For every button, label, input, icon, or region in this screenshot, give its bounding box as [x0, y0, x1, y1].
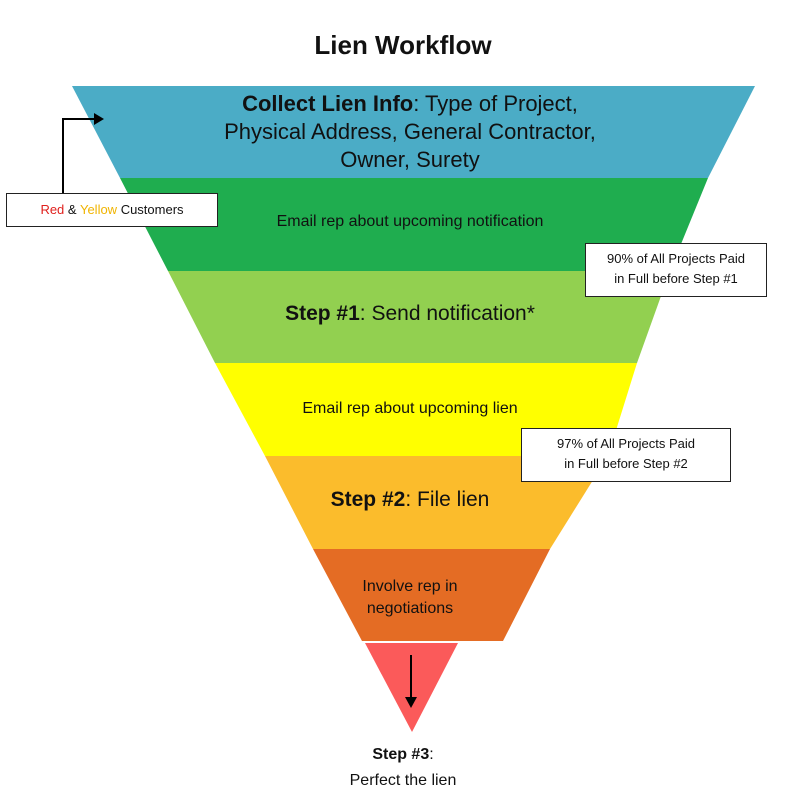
note-97-line2: in Full before Step #2 — [564, 456, 688, 471]
level-6-line2: negotiations — [366, 600, 454, 617]
level-4-text: Email rep about upcoming lien — [302, 400, 518, 417]
step-3-label: Step #3: Perfect the lien — [0, 742, 806, 794]
level-3-bold: Step #1 — [285, 302, 360, 325]
note-90-box: 90% of All Projects Paid in Full before … — [585, 243, 767, 297]
step-3-colon: : — [429, 746, 434, 763]
note-90-line1: 90% of All Projects Paid — [606, 251, 746, 266]
note-97-line1: 97% of All Projects Paid — [556, 436, 696, 451]
step-3-bold: Step #3 — [372, 746, 430, 763]
connector-arrow — [62, 118, 98, 193]
funnel-level-1 — [72, 86, 755, 178]
level-5-text: Step #2: File lien — [250, 488, 570, 512]
note-90-line2: in Full before Step #1 — [614, 271, 738, 286]
level-1-line1: : Type of Project, — [413, 91, 578, 116]
customers-rest: Customers — [117, 202, 184, 217]
customers-amp: & — [64, 202, 80, 217]
level-1-line2: Physical Address, General Contractor, — [224, 119, 596, 144]
customers-red: Red — [40, 202, 65, 217]
note-97-box: 97% of All Projects Paid in Full before … — [521, 428, 731, 482]
level-5-bold: Step #2 — [330, 488, 406, 511]
level-5-rest: : File lien — [405, 488, 490, 511]
funnel-level-2 — [120, 178, 708, 271]
down-arrow-head — [405, 697, 417, 708]
level-1-text: Collect Lien Info: Type of Project, Phys… — [130, 90, 690, 174]
level-3-rest: : Send notification* — [359, 302, 535, 325]
level-1-line3: Owner, Surety — [340, 147, 480, 172]
customers-box: Red & Yellow Customers — [6, 193, 218, 227]
level-6-text: Involve rep in negotiations — [300, 576, 520, 620]
funnel-level-3 — [168, 271, 670, 363]
connector-arrowhead — [94, 113, 104, 125]
step-3-line2: Perfect the lien — [349, 772, 457, 789]
funnel-level-6 — [313, 549, 550, 641]
customers-yellow: Yellow — [79, 202, 118, 217]
level-2-text: Email rep about upcoming notification — [276, 213, 544, 230]
level-3-text: Step #1: Send notification* — [180, 302, 640, 326]
level-6-line1: Involve rep in — [362, 578, 458, 595]
level-1-bold: Collect Lien Info — [242, 91, 414, 116]
diagram-title: Lien Workflow — [314, 30, 492, 60]
